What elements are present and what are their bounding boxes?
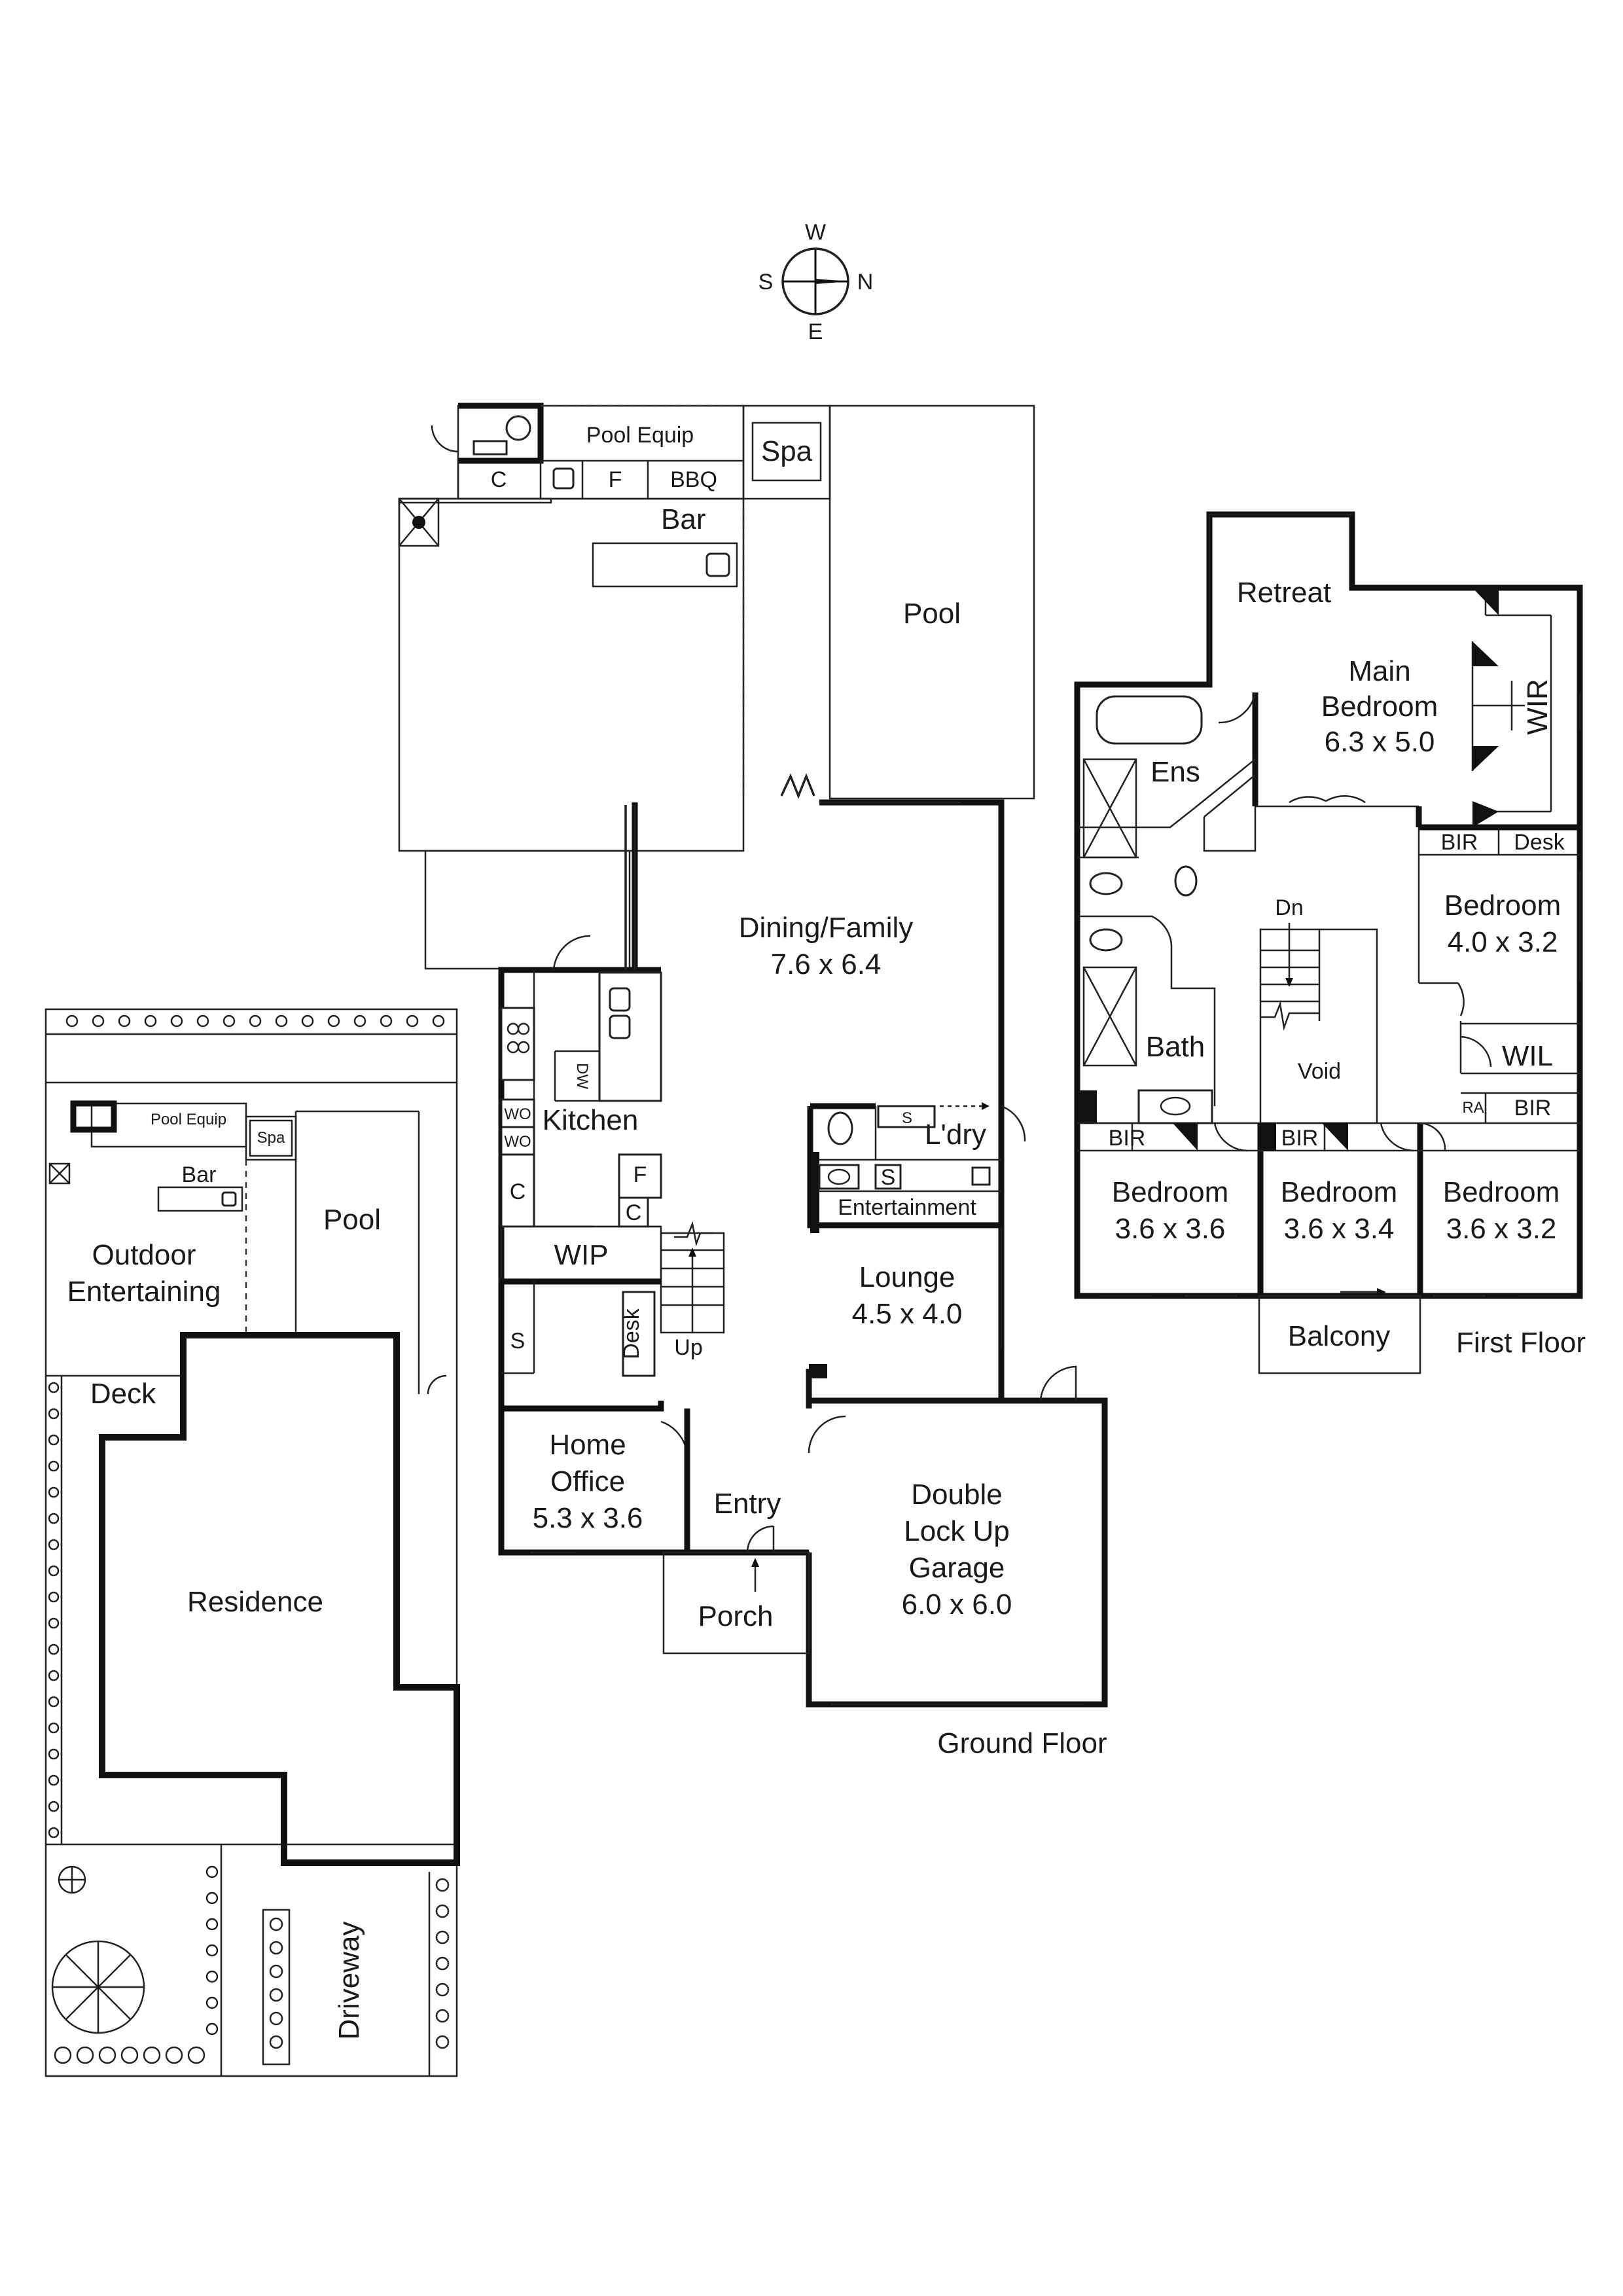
bir-left-label: BIR	[1109, 1126, 1146, 1151]
site-spa-label: Spa	[257, 1129, 285, 1147]
stair-void: Dn Void	[1259, 895, 1378, 1124]
alfresco-area	[398, 497, 745, 970]
bir-right-label: BIR	[1514, 1096, 1552, 1121]
wir-label: WIR	[1522, 679, 1554, 735]
bedroom-a-label: Bedroom	[1444, 889, 1561, 922]
bedroom-a: BIR Desk Bedroom 4.0 x 3.2 WIL RA BIR	[1418, 827, 1580, 1123]
home-office-label-1: Home	[549, 1429, 626, 1461]
s-office-label: S	[510, 1329, 526, 1354]
porch-label: Porch	[698, 1600, 774, 1632]
dining-family-dim: 7.6 x 6.4	[771, 948, 882, 980]
site-pool-equip-label: Pool Equip	[151, 1111, 226, 1128]
kitchen-label: Kitchen	[543, 1104, 639, 1136]
bedroom-b-label: Bedroom	[1112, 1176, 1229, 1208]
pool-equip-label: Pool Equip	[586, 423, 694, 448]
garage-label-1: Double	[911, 1479, 1002, 1511]
bedroom-d-label: Bedroom	[1443, 1176, 1560, 1208]
wo-label-2: WO	[504, 1133, 531, 1151]
f-fridge-label: F	[609, 467, 622, 492]
pool-equipment-strip: Pool Equip C F BBQ Bar	[431, 403, 745, 535]
lounge-label: Lounge	[859, 1261, 955, 1293]
pool-label: Pool	[903, 598, 961, 630]
laundry-block: S S L'dry Entertainment	[807, 1102, 1026, 1233]
garden	[51, 1865, 219, 2064]
hedge-left	[48, 1382, 60, 1839]
bbq-label: BBQ	[670, 467, 717, 492]
up-label: Up	[674, 1335, 702, 1360]
compass-n: N	[857, 270, 874, 295]
bedroom-b-dim: 3.6 x 3.6	[1115, 1213, 1226, 1245]
s-laundry-label-1: S	[902, 1109, 912, 1127]
home-office-label-2: Office	[550, 1465, 625, 1498]
ground-floor-caption: Ground Floor	[937, 1727, 1107, 1759]
ens-label: Ens	[1150, 756, 1200, 788]
garage: Double Lock Up Garage 6.0 x 6.0	[806, 1365, 1084, 1705]
desk-label: Desk	[619, 1308, 644, 1359]
entry-porch: Entry Porch	[662, 1364, 846, 1655]
main-bedroom-dim: 6.3 x 5.0	[1325, 726, 1435, 758]
staircase: Up	[660, 1221, 725, 1360]
site-deck-label: Deck	[90, 1378, 156, 1410]
bedroom-c-label: Bedroom	[1281, 1176, 1398, 1208]
residence-footprint	[99, 1332, 460, 1866]
bedroom-d-dim: 3.6 x 3.2	[1446, 1213, 1557, 1245]
ensuite: Ens	[1077, 692, 1257, 897]
site-outdoor-label-1: Outdoor	[92, 1239, 196, 1271]
wil-label: WIL	[1502, 1040, 1553, 1072]
laundry-label: L'dry	[925, 1119, 986, 1151]
dn-label: Dn	[1275, 895, 1303, 920]
bir-top-label: BIR	[1441, 830, 1478, 855]
first-floor-caption: First Floor	[1456, 1327, 1586, 1359]
c-store-label: C	[491, 467, 507, 492]
pool-and-spa: Spa Pool	[742, 404, 1035, 800]
kitchen-area: WO WO C DW Kitchen F C	[500, 805, 662, 1283]
balcony-label: Balcony	[1288, 1320, 1391, 1352]
bath: Bath	[1077, 915, 1216, 1124]
compass-w: W	[805, 220, 826, 245]
first-floor: Retreat Main Bedroom 6.3 x 5.0 WIR Ens	[1074, 511, 1586, 1374]
c-kitchen-label: C	[510, 1179, 526, 1204]
entry-label: Entry	[714, 1488, 781, 1520]
home-office-dim: 5.3 x 3.6	[533, 1502, 643, 1534]
site-bar-label: Bar	[182, 1162, 217, 1187]
wip-label: WIP	[554, 1239, 608, 1271]
bir-mid-label: BIR	[1281, 1126, 1319, 1151]
bedroom-a-dim: 4.0 x 3.2	[1448, 926, 1558, 958]
void-label: Void	[1298, 1059, 1341, 1084]
main-bedroom-label-2: Bedroom	[1321, 691, 1438, 723]
site-outdoor-label-2: Entertaining	[67, 1276, 221, 1308]
ra-label: RA	[1462, 1099, 1484, 1117]
main-bedroom: Retreat Main Bedroom 6.3 x 5.0 WIR	[1237, 577, 1580, 831]
wo-label-1: WO	[504, 1105, 531, 1123]
bar-label: Bar	[661, 503, 705, 535]
retreat-label: Retreat	[1237, 577, 1331, 609]
garage-label-2: Lock Up	[904, 1515, 1009, 1547]
entertainment-label: Entertainment	[838, 1195, 976, 1220]
garage-dim: 6.0 x 6.0	[902, 1588, 1012, 1621]
garage-label-3: Garage	[909, 1552, 1005, 1584]
dw-label: DW	[573, 1063, 591, 1089]
lower-bedrooms: BIR BIR Bedroom 3.6 x 3.6 Bedroom 3.6 x …	[1077, 1122, 1580, 1297]
site-driveway-label: Driveway	[333, 1922, 365, 2040]
ground-floor: Pool Equip C F BBQ Bar Spa Pool	[398, 403, 1108, 1759]
spa-label: Spa	[761, 435, 813, 467]
home-office: S Desk Home Office 5.3 x 3.6	[501, 1278, 688, 1553]
compass-e: E	[808, 319, 823, 344]
dining-family-label: Dining/Family	[739, 912, 914, 944]
f-kitchen-label: F	[633, 1162, 647, 1187]
compass: W E S N	[758, 220, 874, 344]
bath-label: Bath	[1146, 1031, 1205, 1063]
compass-s: S	[758, 270, 774, 295]
hedge-top	[65, 1014, 445, 1028]
main-bedroom-label-1: Main	[1348, 655, 1410, 687]
c-pantry-label: C	[626, 1200, 642, 1225]
site-residence-label: Residence	[187, 1586, 323, 1618]
s-laundry-label-2: S	[881, 1165, 896, 1190]
site-pool-label: Pool	[323, 1204, 381, 1236]
site-plan: Pool Equip Spa Bar Pool Outdoor Entertai…	[45, 1008, 460, 2077]
desk-ff-label: Desk	[1514, 830, 1565, 855]
lounge-dim: 4.5 x 4.0	[852, 1298, 963, 1330]
bedroom-c-dim: 3.6 x 3.4	[1284, 1213, 1395, 1245]
